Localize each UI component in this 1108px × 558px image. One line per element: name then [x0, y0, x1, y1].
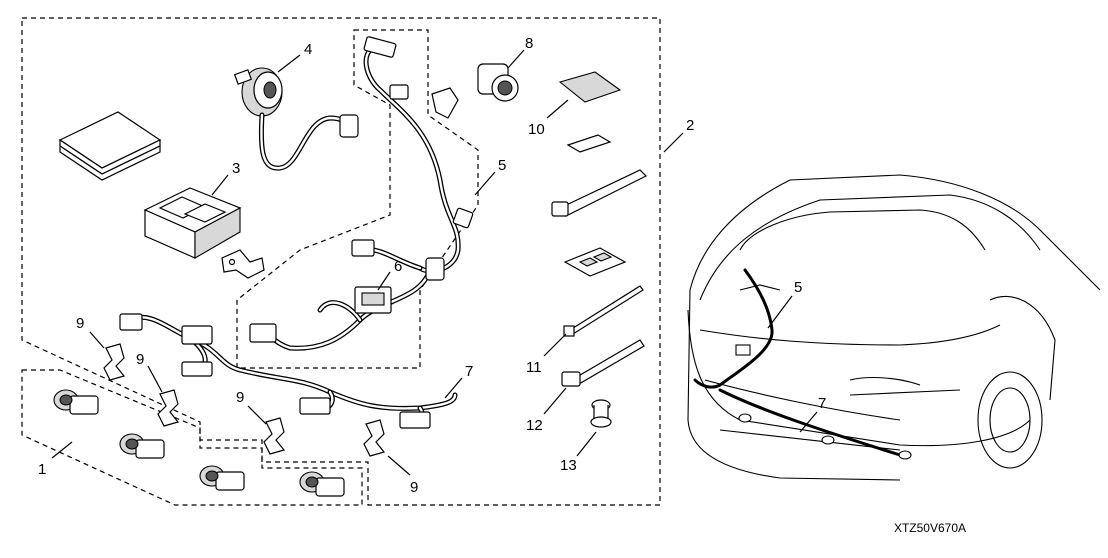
wire-harness-boundary: [236, 29, 479, 369]
callout-3: 3: [232, 160, 240, 177]
callout-13: 13: [560, 457, 577, 474]
rivet-part: [590, 399, 612, 428]
callout-5-vehicle: 5: [794, 279, 802, 296]
adhesive-pad-part: [563, 247, 627, 277]
callout-12: 12: [526, 417, 543, 434]
mounting-bracket-part: [221, 249, 265, 279]
callout-2: 2: [686, 117, 694, 134]
figure-code: XTZ50V670A: [894, 521, 966, 535]
kit-boundary: [21, 17, 661, 506]
callout-5: 5: [498, 157, 506, 174]
callout-8: 8: [525, 35, 533, 52]
clip-part: [561, 339, 645, 387]
callout-6: 6: [394, 258, 402, 275]
callout-7-vehicle: 7: [818, 395, 826, 412]
vehicle-rear-view: [687, 174, 1101, 481]
bumper-harness-part: [119, 313, 458, 429]
callout-9d: 9: [410, 479, 418, 496]
sensor-clip-parts: [103, 343, 386, 457]
callout-9a: 9: [76, 315, 84, 332]
sensor-group-boundary: [21, 369, 363, 506]
callout-7: 7: [465, 363, 473, 380]
leader-lines: [51, 49, 818, 476]
buzzer-part: [233, 67, 359, 171]
control-unit-part: [143, 187, 242, 259]
callout-9c: 9: [236, 389, 244, 406]
callout-1: 1: [38, 461, 46, 478]
wire-harness-part: [249, 36, 474, 351]
cable-tie-part: [563, 285, 644, 337]
callout-9b: 9: [136, 351, 144, 368]
callout-10: 10: [528, 121, 545, 138]
clip-tie-part: [551, 169, 648, 217]
callout-11: 11: [526, 359, 542, 376]
foam-pad-part: [558, 71, 622, 153]
callout-4: 4: [304, 41, 312, 58]
switch-part: [431, 63, 519, 119]
parking-sensor-parts: [53, 389, 345, 497]
instruction-manual-part: [58, 111, 162, 181]
